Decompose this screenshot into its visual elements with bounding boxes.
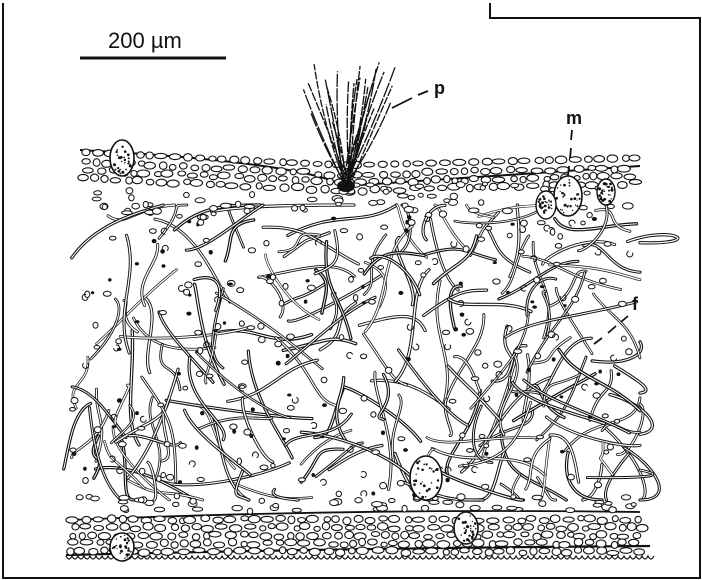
speckled-cell-m3: [536, 191, 556, 219]
tissue-interior: [64, 205, 678, 500]
speckled-cell-m4: [597, 179, 615, 205]
label-p: p: [434, 78, 445, 98]
speckled-cell-interior: [410, 456, 442, 500]
speckled-cell-m1: [110, 140, 134, 176]
scale-bar-label: 200 µm: [108, 28, 182, 53]
label-f: f: [632, 294, 639, 314]
callout-p: p: [392, 78, 445, 108]
scale-bar: 200 µm: [80, 28, 226, 58]
lower-cell-layer: [66, 493, 654, 559]
leader-line-p: [392, 91, 428, 108]
speckled-cell-lower-left: [110, 533, 134, 561]
label-m: m: [566, 108, 582, 128]
speckled-cell-m2: [554, 176, 582, 216]
speckled-cell-lower-mid: [454, 512, 478, 544]
